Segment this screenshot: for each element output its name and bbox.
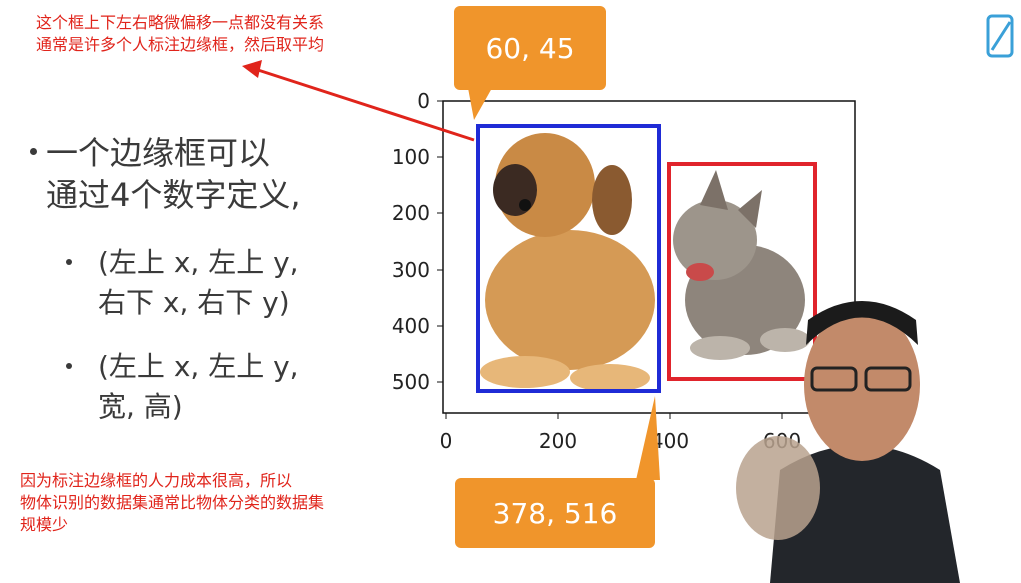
sub-bullet-width-height: (左上 x, 左上 y, 宽, 高) [98, 350, 299, 423]
x-tick-label: 0 [440, 429, 453, 453]
callout-pointer-top [468, 88, 492, 120]
annotation-note-bottom: 因为标注边缘框的人力成本很高，所以 物体识别的数据集通常比物体分类的数据集 规模… [20, 471, 325, 534]
dog-image [480, 133, 655, 392]
x-tick-label: 200 [539, 429, 577, 453]
y-tick-label: 400 [392, 314, 430, 338]
x-axis: 0 200 400 600 [440, 413, 801, 453]
cat-image [673, 170, 810, 360]
cat-bounding-box [667, 162, 817, 381]
corner-callout-bottom-right: 378, 516 [455, 478, 655, 548]
sub-bullet-corners: (左上 x, 左上 y, 右下 x, 右下 y) [98, 246, 299, 319]
y-axis: 0 100 200 300 400 500 [392, 89, 443, 394]
y-tick-label: 500 [392, 370, 430, 394]
sub-bullet-dot-2 [66, 363, 72, 369]
bullet-dot-main [30, 148, 37, 155]
presenter-video [736, 301, 960, 583]
sub-bullet-dot-1 [66, 259, 72, 265]
y-tick-label: 200 [392, 201, 430, 225]
bilibili-logo-icon [986, 14, 1014, 58]
callout-pointer-bottom [636, 396, 660, 480]
y-tick-label: 100 [392, 145, 430, 169]
y-tick-label: 300 [392, 258, 430, 282]
annotation-arrow [242, 60, 475, 142]
corner-callout-top-left: 60, 45 [454, 6, 606, 90]
bullet-main-text: 一个边缘框可以 通过4个数字定义, [46, 134, 301, 214]
annotation-note-top: 这个框上下左右略微偏移一点都没有关系 通常是许多个人标注边缘框，然后取平均 [36, 13, 325, 54]
y-tick-label: 0 [417, 89, 430, 113]
dog-bounding-box [476, 124, 661, 393]
